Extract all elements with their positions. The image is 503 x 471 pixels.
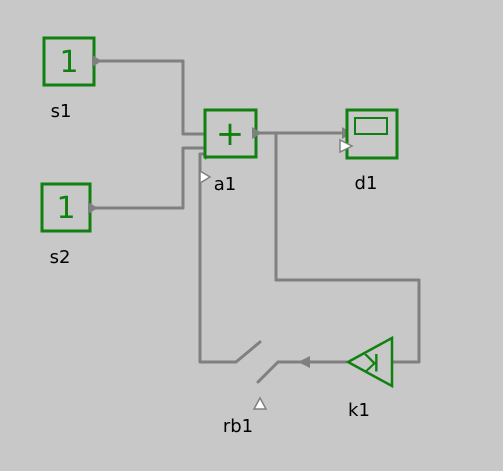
s2-value: 1: [56, 191, 75, 226]
wire-rb1-to-a1[interactable]: [198, 152, 212, 364]
s1-value: 1: [59, 45, 78, 80]
k1-label: k1: [348, 400, 370, 421]
block-a1[interactable]: + a1: [199, 108, 262, 195]
a1-output-port[interactable]: [252, 127, 262, 139]
arrow-into-rb1: [298, 356, 310, 368]
wire-s1-to-a1[interactable]: [98, 59, 207, 136]
s1-output-port[interactable]: [92, 55, 102, 67]
a1-label: a1: [214, 174, 236, 195]
d1-label: d1: [355, 173, 378, 194]
switch-left-contact: [208, 340, 262, 364]
s2-label: s2: [50, 247, 71, 268]
s2-output-port[interactable]: [88, 202, 98, 214]
block-rb1[interactable]: rb1: [223, 396, 268, 437]
block-k1[interactable]: K k1: [345, 335, 394, 421]
wire-arrows: [205, 127, 392, 368]
wire-a1-to-k1[interactable]: [274, 131, 421, 364]
rb1-label: rb1: [223, 416, 253, 437]
block-d1[interactable]: d1: [339, 108, 399, 194]
a1-control-port[interactable]: [199, 169, 212, 185]
wire-s2-to-a1[interactable]: [93, 146, 207, 210]
wires: [93, 59, 421, 384]
d1-input-port[interactable]: [339, 138, 354, 154]
d1-screen-icon: [354, 117, 388, 135]
rb1-control-port[interactable]: [252, 396, 268, 410]
a1-symbol: +: [216, 114, 245, 154]
block-s2[interactable]: 1 s2: [40, 182, 98, 268]
k1-symbol: K: [363, 348, 380, 376]
block-s1[interactable]: 1 s1: [42, 36, 102, 122]
switch-right-contact: [256, 360, 280, 384]
s1-label: s1: [51, 101, 72, 122]
